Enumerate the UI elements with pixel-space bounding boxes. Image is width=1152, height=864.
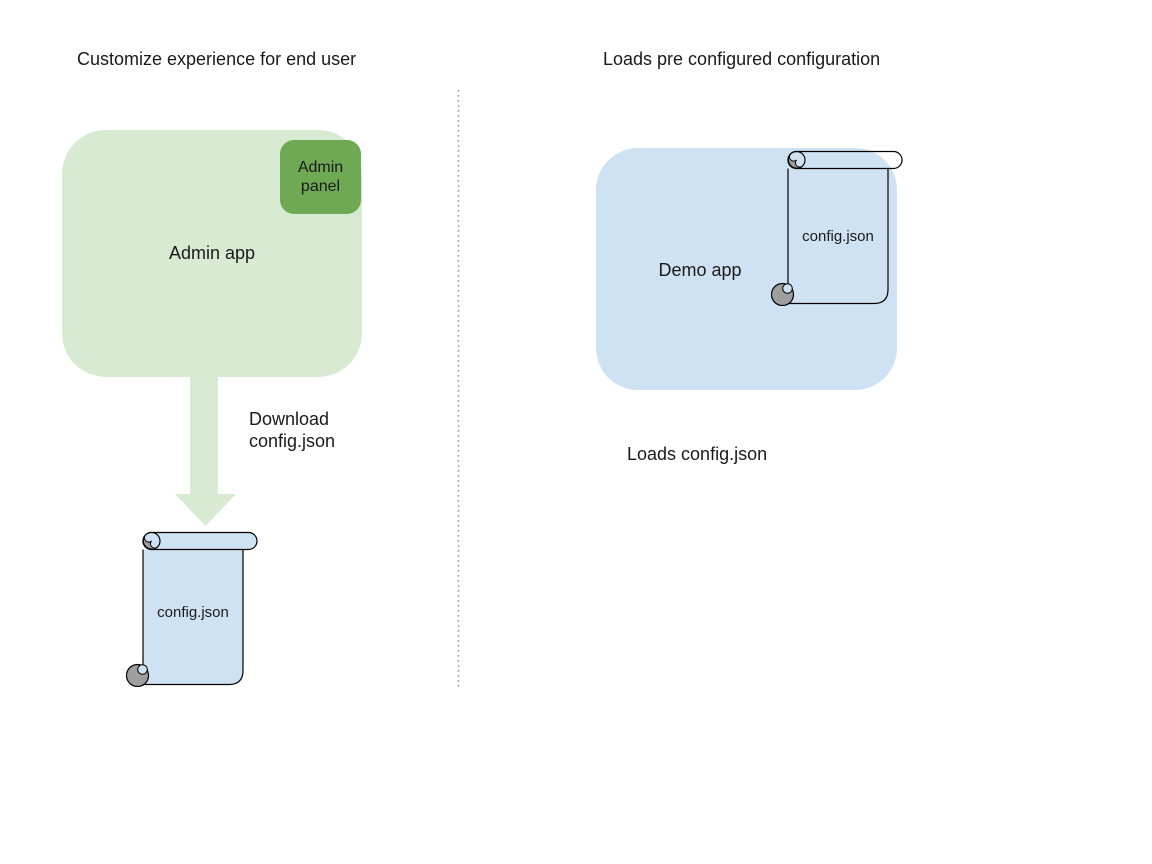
scroll-top-curl-shade (142, 534, 158, 550)
download-arrow-shape (175, 376, 236, 526)
scroll-body (787, 168, 889, 305)
demo-app-label: Demo app (658, 260, 742, 280)
left-section-title: Customize experience for end user (77, 49, 357, 69)
config-file-scroll-left (125, 531, 258, 687)
config-file-label-left: config.json (157, 604, 229, 621)
download-caption: Download config.json (249, 409, 336, 451)
admin-panel-label: Admin panel (297, 159, 344, 195)
loads-config-caption: Loads config.json (627, 444, 768, 464)
scroll-bottom-curl-bite (782, 283, 793, 294)
right-section-title: Loads pre configured configuration (603, 49, 881, 69)
demo-app-box (596, 148, 897, 390)
download-arrow-icon (175, 376, 236, 526)
section-divider (457, 90, 460, 688)
config-file-scroll-right (770, 150, 903, 306)
scroll-body (142, 549, 244, 686)
scroll-top-curl-shade (787, 153, 803, 169)
admin-app-label: Admin app (168, 243, 256, 263)
admin-panel-box: Admin panel (280, 140, 361, 214)
config-file-label-right: config.json (802, 228, 874, 245)
scroll-bottom-curl-bite (137, 664, 148, 675)
